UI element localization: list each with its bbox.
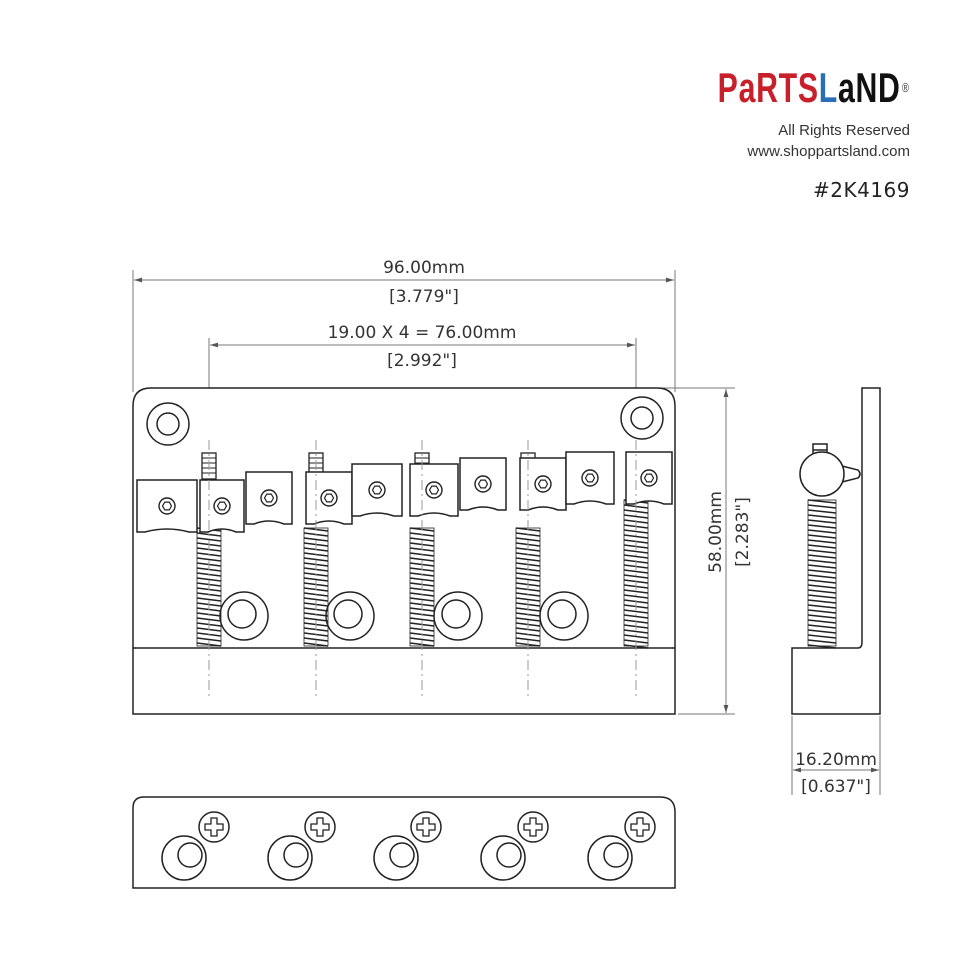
- logo-letter: N: [855, 64, 879, 111]
- hex-socket: [643, 473, 655, 483]
- hex-socket: [161, 501, 173, 511]
- overall-width-dimension: [132, 270, 676, 392]
- logo-letter: T: [778, 64, 799, 111]
- logo-letter: P: [717, 64, 739, 111]
- logo-letter: D: [878, 64, 901, 111]
- length-dimension: [655, 387, 735, 715]
- string-spacing-in: [2.992"]: [387, 351, 457, 371]
- bridge-saddles: [136, 451, 673, 533]
- logo-letter: R: [756, 64, 779, 111]
- height-dimension: [791, 716, 881, 795]
- string-spacing-mm: 19.00 X 4 = 76.00mm: [328, 323, 517, 343]
- side-spring-body: [807, 499, 837, 647]
- phillips-cross-icon: [204, 817, 224, 837]
- bottom-hole-inner: [496, 842, 522, 868]
- hex-socket: [584, 473, 596, 483]
- phillips-cross-icon: [630, 817, 650, 837]
- overall-width-mm: 96.00mm: [383, 258, 465, 278]
- registered-mark: ®: [902, 80, 910, 95]
- rights-text: All Rights Reserved: [778, 122, 910, 139]
- hex-socket: [537, 479, 549, 489]
- bottom-hole-inner: [603, 842, 629, 868]
- bridge-front-view: [132, 387, 676, 715]
- logo-letter: L: [819, 64, 839, 111]
- phillips-cross-icon: [416, 817, 436, 837]
- phillips-cross-icon: [523, 817, 543, 837]
- partsland-branding: PaRTSLaND® All Rights Reserved www.shopp…: [643, 66, 910, 203]
- hex-socket: [216, 501, 228, 511]
- side-spring-coil: [807, 499, 837, 649]
- bottom-hole-inner: [177, 842, 203, 868]
- hex-socket: [263, 493, 275, 503]
- bridge-side-view: [791, 387, 881, 715]
- overall-width-in: [3.779"]: [389, 287, 459, 307]
- bottom-hole-inner: [283, 842, 309, 868]
- hex-socket: [477, 479, 489, 489]
- side-spring: [807, 499, 837, 649]
- bottom-view-holes: [161, 811, 656, 881]
- bottom-hole-inner: [389, 842, 415, 868]
- logo-letter: S: [798, 64, 820, 111]
- partsland-logo: PaRTSLaND®: [718, 66, 910, 110]
- hex-socket: [428, 485, 440, 495]
- hex-socket: [323, 493, 335, 503]
- height-mm: 16.20mm: [795, 750, 877, 770]
- hex-socket: [371, 485, 383, 495]
- string-centerlines: [208, 440, 637, 700]
- logo-letter: a: [738, 64, 757, 111]
- height-in: [0.637"]: [801, 777, 871, 797]
- website-text: www.shoppartsland.com: [747, 143, 910, 160]
- part-number: #2K4169: [813, 178, 910, 202]
- length-mm: 58.00mm: [706, 491, 726, 573]
- logo-letter: a: [838, 64, 856, 111]
- length-in: [2.283"]: [733, 497, 753, 567]
- phillips-cross-icon: [310, 817, 330, 837]
